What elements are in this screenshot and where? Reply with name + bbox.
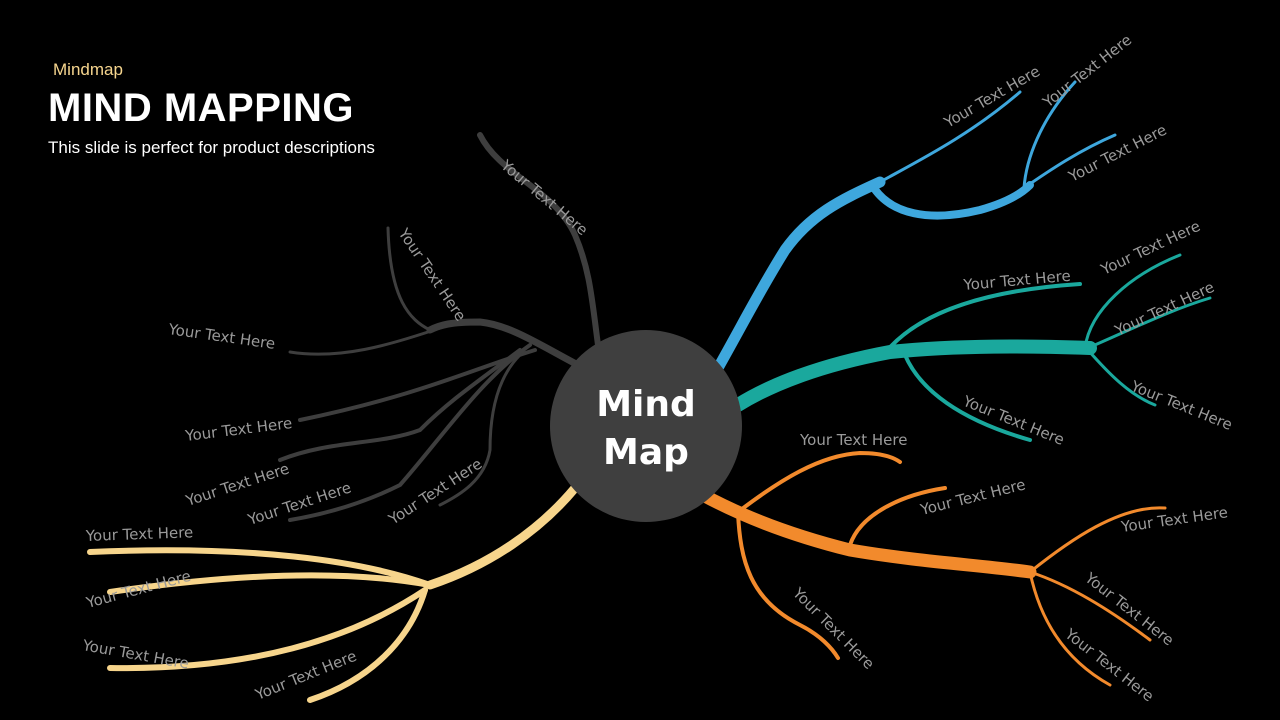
orange-label[interactable]: Your Text Here: [799, 431, 907, 449]
gray-label[interactable]: Your Text Here: [385, 455, 486, 529]
branch-orange-twig: [848, 486, 947, 547]
center-label-line1: Mind: [596, 384, 696, 425]
slide-title: MIND MAPPING: [48, 86, 354, 130]
slide-kicker: Mindmap: [53, 60, 123, 79]
branch-teal-twig: [903, 353, 1032, 442]
branch-yellow: [87, 483, 580, 703]
branch-orange-twig: [736, 450, 902, 514]
branch-gray-trunk: [426, 318, 582, 369]
branch-blue-trunk: [712, 176, 886, 374]
branch-gray-twig: [288, 326, 442, 356]
branch-orange-trunk: [696, 488, 1037, 579]
branch-blue-sub: [868, 181, 1034, 220]
center-circle: [550, 330, 742, 522]
branch-teal-twig: [1086, 296, 1212, 350]
blue-label[interactable]: Your Text Here: [940, 62, 1043, 132]
branch-orange-twig: [1028, 570, 1112, 687]
branch-yellow-trunk: [425, 483, 580, 590]
branch-teal-trunk: [731, 339, 1097, 412]
blue-label[interactable]: Your Text Here: [1039, 31, 1136, 112]
orange-label[interactable]: Your Text Here: [1119, 503, 1229, 536]
branch-gray-twig: [278, 348, 522, 462]
branch-yellow-twig: [107, 572, 433, 595]
branch-blue-twig: [1022, 80, 1077, 190]
branch-blue: [712, 80, 1117, 374]
branch-orange-twig: [736, 510, 840, 660]
orange-label[interactable]: Your Text Here: [1081, 568, 1178, 649]
orange-label[interactable]: Your Text Here: [918, 475, 1028, 519]
branch-gray: [278, 132, 601, 522]
branch-gray-trunk: [477, 132, 601, 348]
teal-label[interactable]: Your Text Here: [1111, 278, 1217, 340]
center-node[interactable]: Mind Map: [550, 330, 742, 522]
branch-teal-twig: [1083, 253, 1182, 350]
yellow-label[interactable]: Your Text Here: [85, 523, 194, 545]
slide-subtitle: This slide is perfect for product descri…: [48, 138, 375, 157]
teal-label[interactable]: Your Text Here: [1128, 377, 1235, 434]
center-label-line2: Map: [603, 432, 689, 473]
branch-gray-twig: [438, 353, 522, 507]
branch-gray-twig: [288, 343, 532, 522]
branch-orange: [696, 450, 1167, 687]
yellow-label[interactable]: Your Text Here: [83, 567, 192, 612]
gray-label[interactable]: Your Text Here: [166, 320, 276, 353]
gray-label[interactable]: Your Text Here: [497, 156, 592, 240]
gray-label[interactable]: Your Text Here: [183, 414, 293, 445]
branch-teal: [731, 253, 1212, 442]
branch-yellow-twig: [87, 547, 433, 588]
branch-teal-twig: [1086, 348, 1157, 407]
branch-blue-twig: [1022, 133, 1117, 190]
branch-blue-twig: [878, 90, 1022, 184]
branch-yellow-twig: [307, 587, 428, 703]
branch-teal-twig: [883, 282, 1082, 355]
branch-yellow-twig: [107, 587, 428, 672]
branch-orange-twig: [1028, 570, 1152, 642]
branch-orange-twig: [1028, 506, 1167, 574]
branch-gray-twig: [386, 226, 432, 332]
